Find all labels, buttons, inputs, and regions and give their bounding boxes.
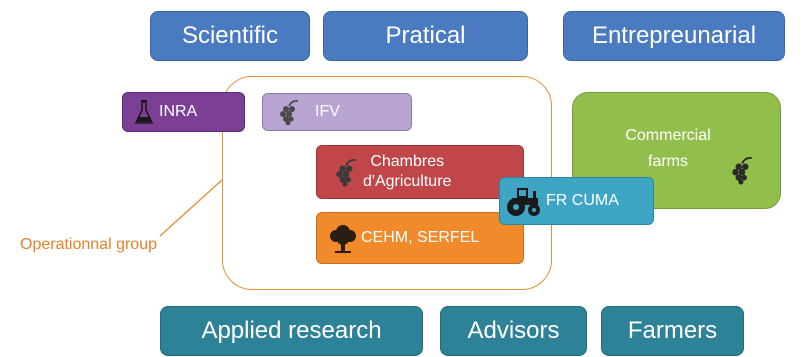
group-applied-research: Applied research — [160, 306, 423, 356]
actor-chambres-agriculture: Chambres d'Agriculture — [316, 145, 524, 199]
category-pratical: Pratical — [323, 11, 528, 61]
actor-label-line1: Commercial — [625, 127, 711, 144]
grapes-icon — [280, 99, 299, 125]
grapes-icon — [336, 158, 356, 187]
flask-icon — [135, 100, 153, 124]
actor-label-line1: Chambres — [370, 153, 445, 170]
group-label: Farmers — [627, 317, 718, 344]
actor-fr-cuma: FR CUMA — [499, 177, 654, 225]
category-label: Entrepreunarial — [591, 22, 757, 49]
actor-label: FR CUMA — [546, 192, 619, 209]
group-farmers: Farmers — [601, 306, 744, 356]
tree-icon — [330, 225, 356, 253]
group-label: Advisors — [467, 317, 560, 344]
category-entrepreunarial: Entrepreunarial — [563, 11, 785, 61]
category-label: Pratical — [385, 22, 466, 49]
tractor-icon — [507, 188, 540, 216]
operational-group-label: Operationnal group — [20, 236, 157, 253]
grapes-icon — [732, 156, 752, 185]
actor-inra: INRA — [122, 92, 245, 132]
actor-label-group: Chambres d'Agriculture — [363, 152, 451, 192]
actor-cehm-serfel: CEHM, SERFEL — [316, 212, 524, 264]
actor-label: IFV — [315, 103, 340, 120]
category-scientific: Scientific — [150, 11, 310, 61]
group-advisors: Advisors — [440, 306, 587, 356]
actor-label: INRA — [159, 103, 198, 120]
actor-ifv: IFV — [262, 93, 412, 131]
actor-label-line2: d'Agriculture — [363, 173, 452, 190]
actor-label-group: Commercial farms — [573, 123, 763, 175]
group-label: Applied research — [201, 317, 382, 344]
actor-label-line2: farms — [648, 153, 688, 170]
category-label: Scientific — [181, 22, 279, 49]
actor-label: CEHM, SERFEL — [361, 229, 480, 246]
